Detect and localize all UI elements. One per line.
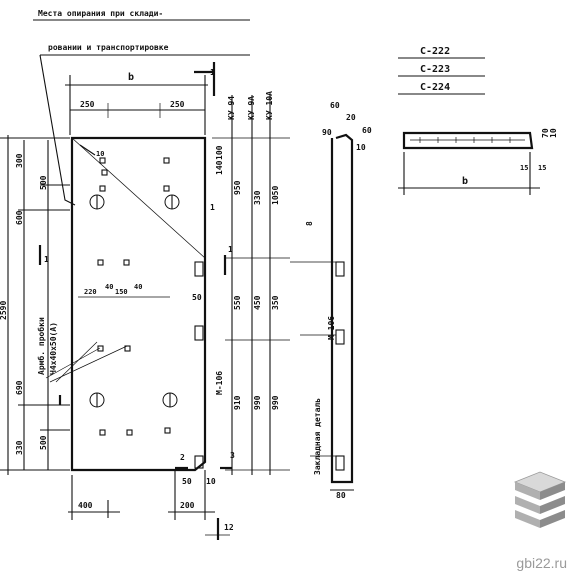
embedded-label: Закладная деталь	[313, 398, 322, 475]
cut-mark-12: 12	[224, 523, 234, 532]
section-mark-top: 1	[44, 255, 49, 264]
section-mark-right: 1	[228, 245, 233, 254]
marks-table: С-222 С-223 С-224	[398, 46, 485, 95]
dim-950: 950	[233, 180, 242, 195]
right-dimensions: КУ 94 КУ 9А КУ 10А 100 140 950 330 1050 …	[212, 91, 290, 475]
dim-10-bottom: 10	[206, 477, 216, 486]
top-dimensions: b 1 250 250	[65, 62, 216, 135]
dim-140: 140	[215, 160, 224, 175]
dim-220: 220	[84, 288, 97, 296]
dim-200: 200	[180, 501, 195, 510]
dim-100: 100	[215, 145, 224, 160]
dim-910: 910	[233, 395, 242, 410]
dim-b: b	[128, 72, 134, 83]
hole-dimensions: 220 40 150 40	[78, 283, 170, 298]
dim-690: 690	[15, 380, 24, 395]
dim-250-right: 250	[170, 100, 185, 109]
dim-990: 990	[253, 395, 262, 410]
dim-150: 150	[115, 288, 128, 296]
panel-side-view: 60 20 90 60 10 8 Закладная деталь М-106 …	[290, 101, 372, 500]
dim-80: 80	[336, 491, 346, 500]
holes-note: Армб. пробки	[36, 317, 46, 375]
dim-40-b: 40	[134, 283, 142, 291]
mark-c223: С-223	[420, 64, 450, 75]
ky-10a: КУ 10А	[265, 91, 274, 120]
dim-8: 8	[305, 221, 314, 226]
holes-size: Ч4х40х50(А)	[49, 322, 58, 375]
bottom-dimensions: 400 200 50 10 2 3 12	[68, 451, 235, 540]
cut-mark-2: 2	[180, 453, 185, 462]
mark-c224: С-224	[420, 82, 450, 93]
cross-section: b 15 15 70 10	[398, 128, 558, 195]
support-note-line2: ровании и транспортировке	[48, 43, 169, 52]
dim-70: 70	[541, 128, 550, 138]
dim-20: 20	[346, 113, 356, 122]
panel-front-view: 10 50 1	[70, 136, 215, 472]
dim-1050: 1050	[271, 186, 280, 205]
mark-c222: С-222	[420, 46, 450, 57]
dim-450: 450	[253, 295, 262, 310]
dim-50-right: 50	[192, 293, 202, 302]
dim-40-a: 40	[105, 283, 113, 291]
m106-label-b: М-106	[327, 316, 336, 340]
dim-330-b: 330	[253, 190, 262, 205]
dim-60-b: 60	[362, 126, 372, 135]
dim-250-left: 250	[80, 100, 95, 109]
support-note-line1: Места опирания при склади-	[38, 9, 163, 18]
site-logo-icon	[513, 471, 567, 528]
dim-500-top: 500	[39, 175, 48, 190]
cut-mark-tick: 1	[210, 203, 215, 212]
cut-mark-1: 1	[210, 68, 215, 77]
dim-600: 600	[15, 210, 24, 225]
dim-50-bottom: 50	[182, 477, 192, 486]
dim-10-b: 10	[356, 143, 366, 152]
dim-2590: 2590	[0, 301, 8, 320]
dim-350: 350	[271, 295, 280, 310]
dim-60: 60	[330, 101, 340, 110]
watermark: gbi22.ru	[516, 555, 567, 571]
ky-94: КУ 94	[227, 96, 236, 120]
section-width-b: b	[462, 176, 468, 187]
dim-10-c: 10	[549, 128, 558, 138]
dim-300: 300	[15, 153, 24, 168]
dim-330: 330	[15, 440, 24, 455]
m106-label-a: М-106	[215, 371, 224, 395]
dim-15: 15	[520, 164, 528, 172]
dim-500-bottom: 500	[39, 435, 48, 450]
dim-550: 550	[233, 295, 242, 310]
dim-400: 400	[78, 501, 93, 510]
dim-15-b: 15	[538, 164, 546, 172]
left-dimensions: 2590 300 500 600 690 500 330 1 Армб. про…	[0, 135, 128, 475]
dim-990-b: 990	[271, 395, 280, 410]
dim-10-top: 10	[96, 150, 104, 158]
ky-9a: КУ 9А	[247, 96, 256, 120]
dim-90: 90	[322, 128, 332, 137]
